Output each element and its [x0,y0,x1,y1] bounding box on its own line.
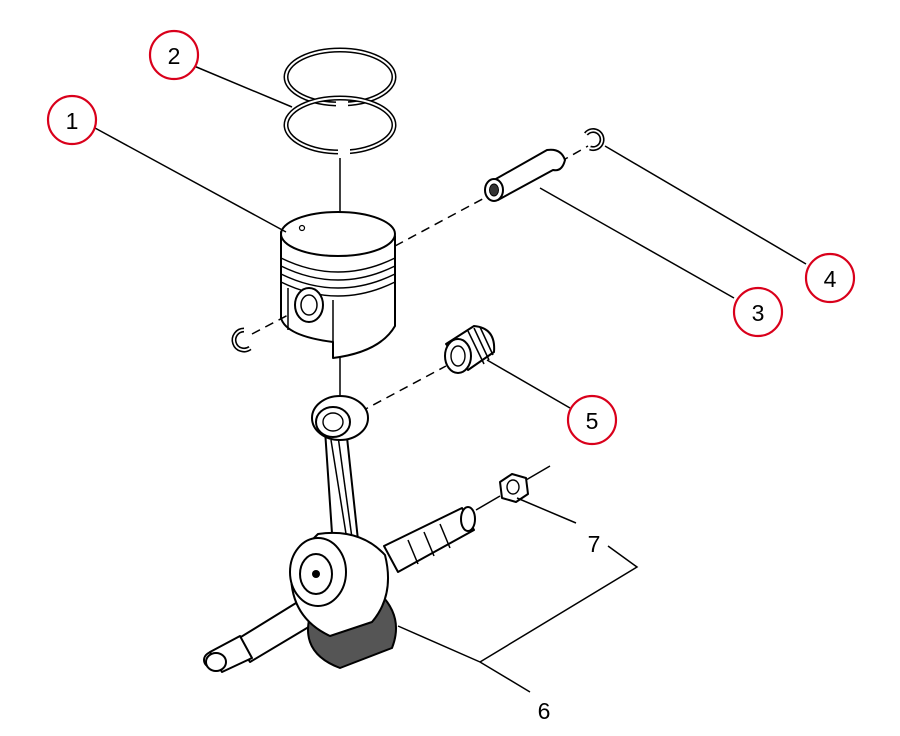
callout-5-label: 5 [586,408,599,434]
callout-1-ring [46,94,98,146]
circlip-left-axis [251,313,291,335]
callout-3-label: 3 [752,300,765,326]
nut-axis-line-lower [475,495,501,511]
leader-3 [539,187,735,299]
callout-6-label[interactable]: 6 [538,698,551,724]
callout-2[interactable]: 2 [148,29,200,81]
leader-6 [397,625,531,693]
crankshaft-assembly[interactable] [203,395,476,673]
callout-4[interactable]: 4 [804,252,856,304]
crankshaft-nut[interactable] [499,473,529,503]
leader-2 [193,65,293,108]
piston-ring-lower[interactable] [283,95,397,156]
circlip-left[interactable] [231,327,252,353]
leader-1 [94,127,287,233]
callout-5-ring [566,394,618,446]
callout-2-label: 2 [168,43,181,69]
piston[interactable] [280,211,396,359]
callout-4-label: 4 [824,266,837,292]
piston-ring-upper[interactable] [283,47,397,108]
callout-1-label: 1 [66,108,79,134]
callout-3-ring [732,286,784,338]
callout-4-ring [804,252,856,304]
piston-pin[interactable] [484,148,566,202]
nut-axis-line [525,465,551,481]
callout-1[interactable]: 1 [46,94,98,146]
leader-4 [604,145,807,265]
leader-7 [516,497,577,524]
circlip-right[interactable] [584,128,605,152]
callout-7-label[interactable]: 7 [588,531,601,557]
callout-3[interactable]: 3 [732,286,784,338]
callout-5[interactable]: 5 [566,394,618,446]
needle-bearing[interactable] [444,325,496,374]
callout-2-ring [148,29,200,81]
leader-5 [486,359,571,409]
bracket-7-6 [479,545,639,663]
bearing-axis-line [359,365,447,413]
pin-axis-line [394,194,491,247]
